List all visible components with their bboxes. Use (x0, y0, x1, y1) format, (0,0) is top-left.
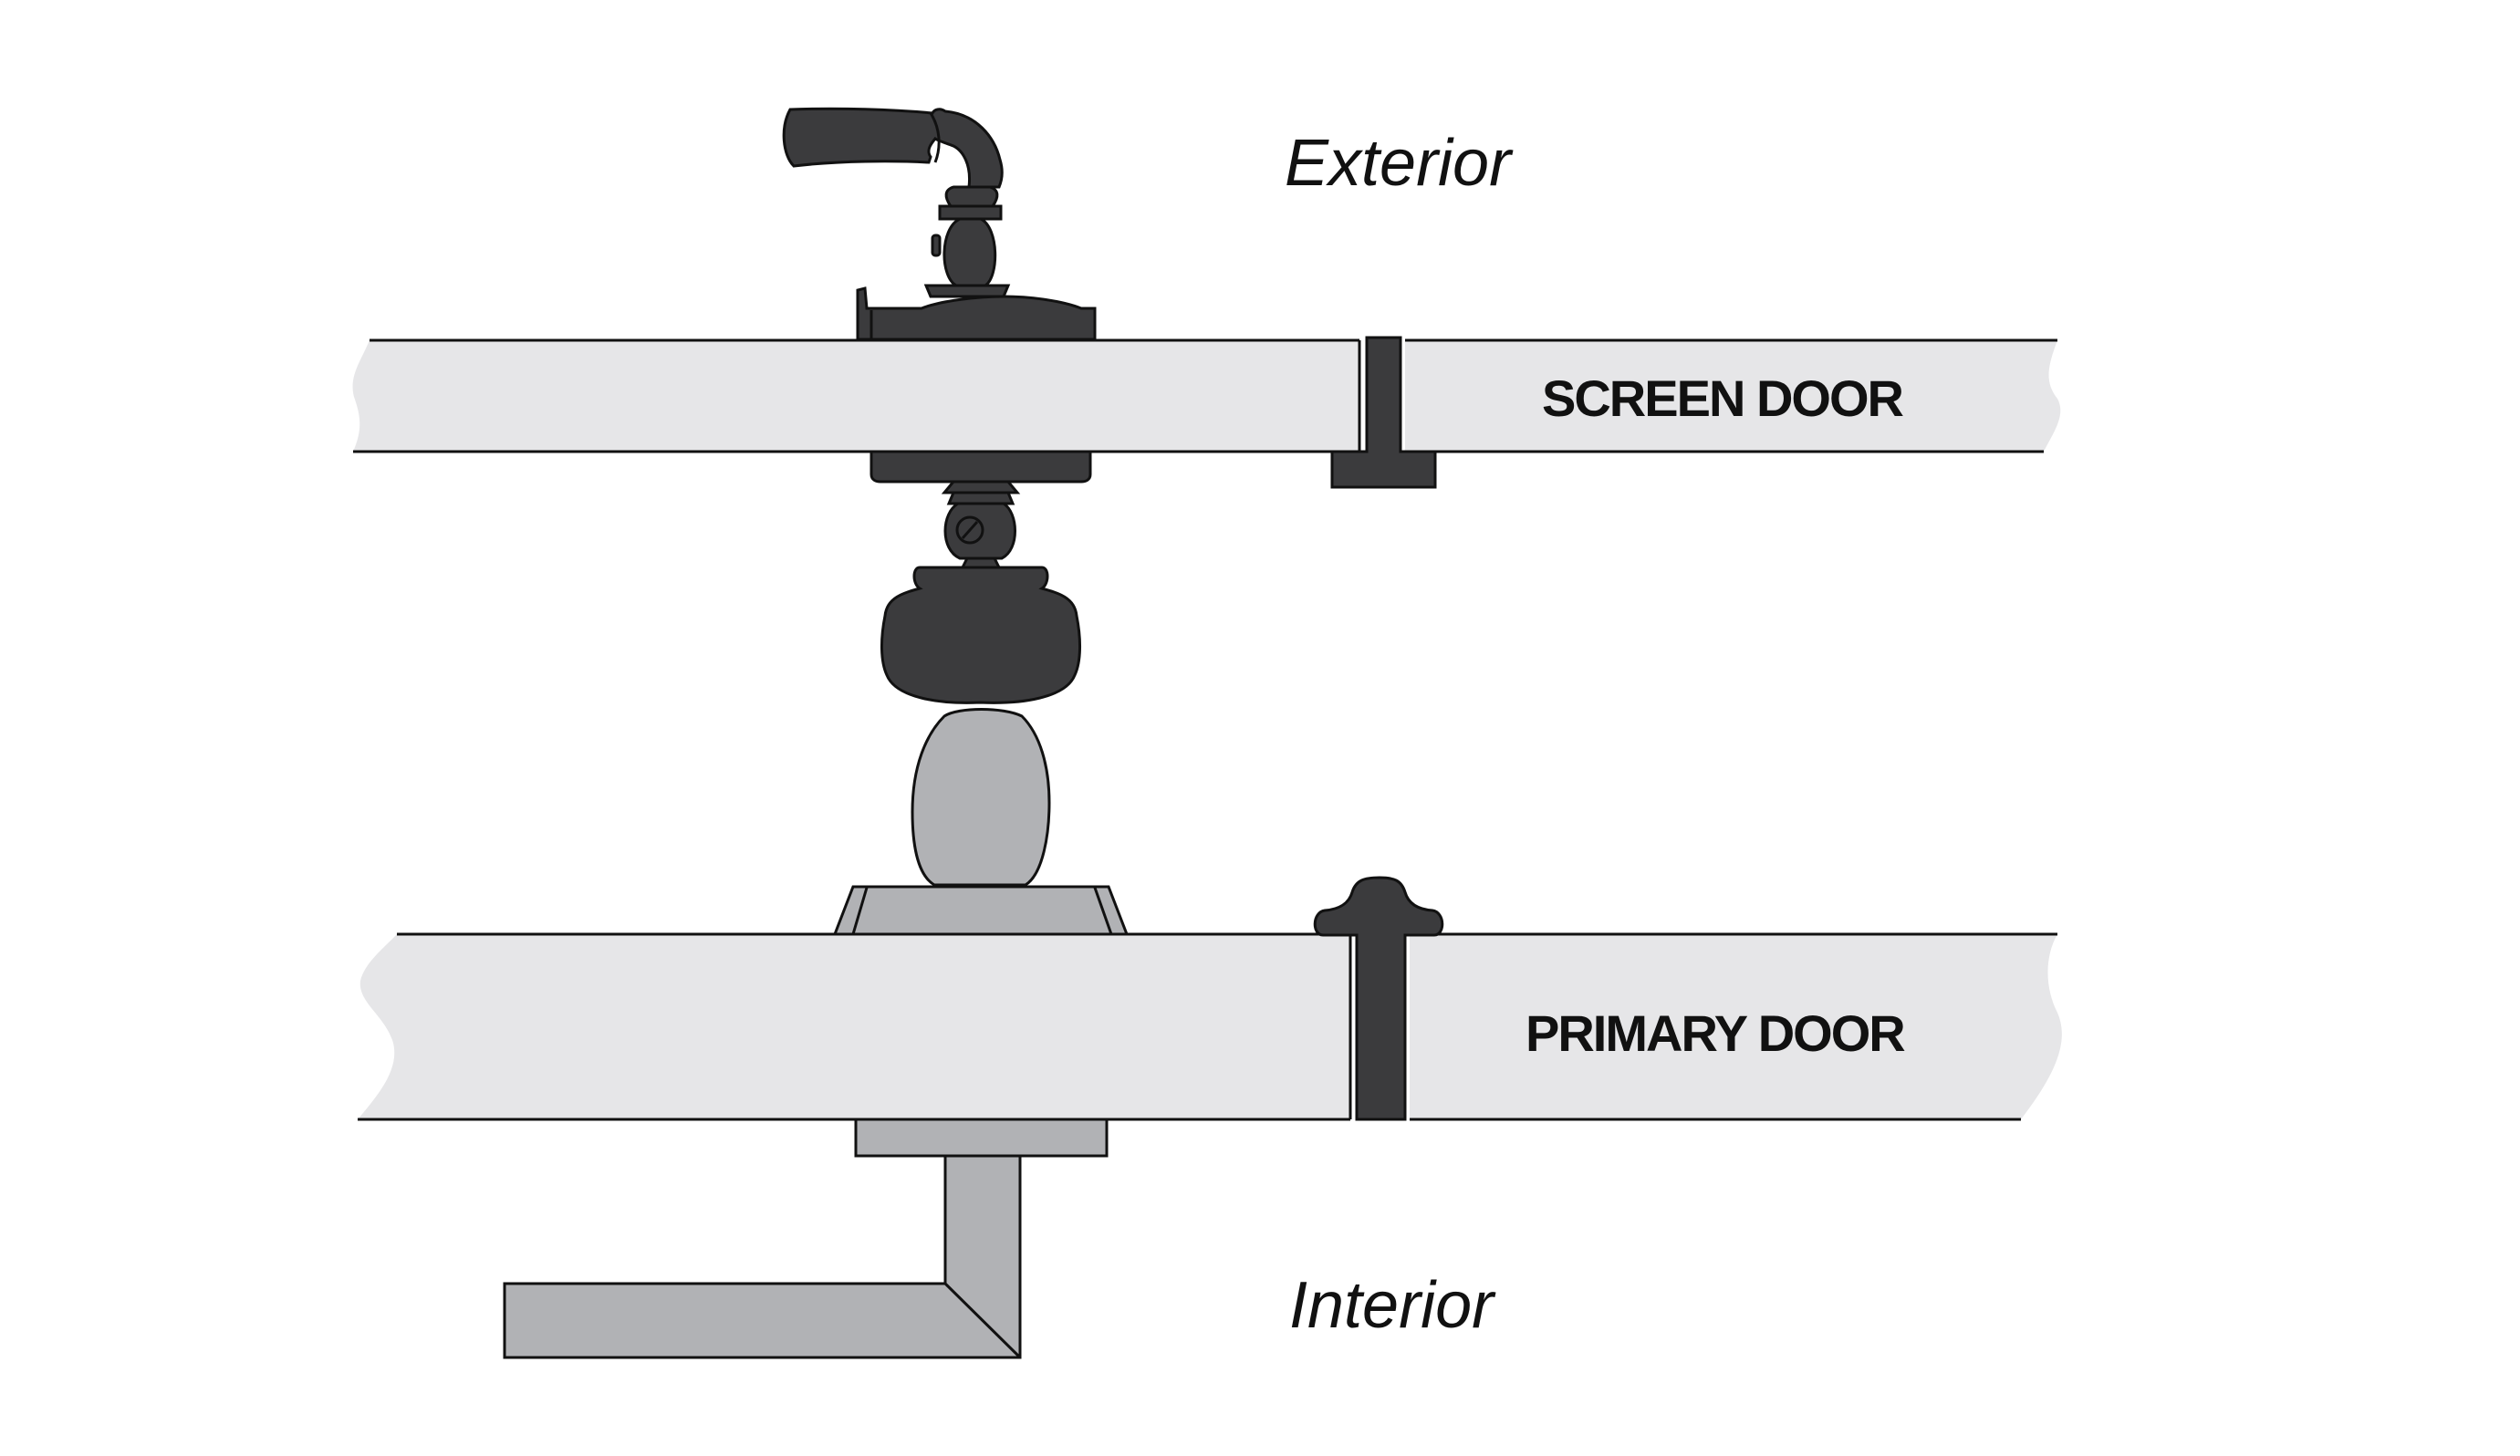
primary-door-panel-right (1410, 934, 2062, 1119)
screen-door-label: SCREEN DOOR (1542, 369, 1903, 427)
exterior-lever-arm (782, 107, 1004, 189)
screen-door-knob (880, 566, 1082, 704)
deadbolt-escutcheon (832, 885, 1130, 936)
exterior-label: Exterior (1285, 127, 1514, 200)
interior-label: Interior (1289, 1269, 1496, 1342)
screen-door-inside-rose (870, 450, 1092, 484)
interior-lever-rose (854, 1118, 1109, 1158)
screen-door-jamb-stop (1330, 336, 1437, 489)
screen-door-panel-left (352, 340, 1359, 452)
primary-door-jamb-stop (1313, 876, 1444, 1121)
exterior-lever-handle (782, 107, 1097, 704)
screen-door-panel-right (1405, 340, 2061, 452)
primary-door-panel-left (358, 934, 1350, 1119)
thumb-turn (911, 708, 1051, 887)
screen-door (352, 336, 2061, 489)
primary-door (358, 876, 2062, 1121)
interior-lever-arm (503, 1154, 1022, 1359)
primary-door-label: PRIMARY DOOR (1526, 1004, 1905, 1062)
interior-hardware (503, 708, 1130, 1359)
